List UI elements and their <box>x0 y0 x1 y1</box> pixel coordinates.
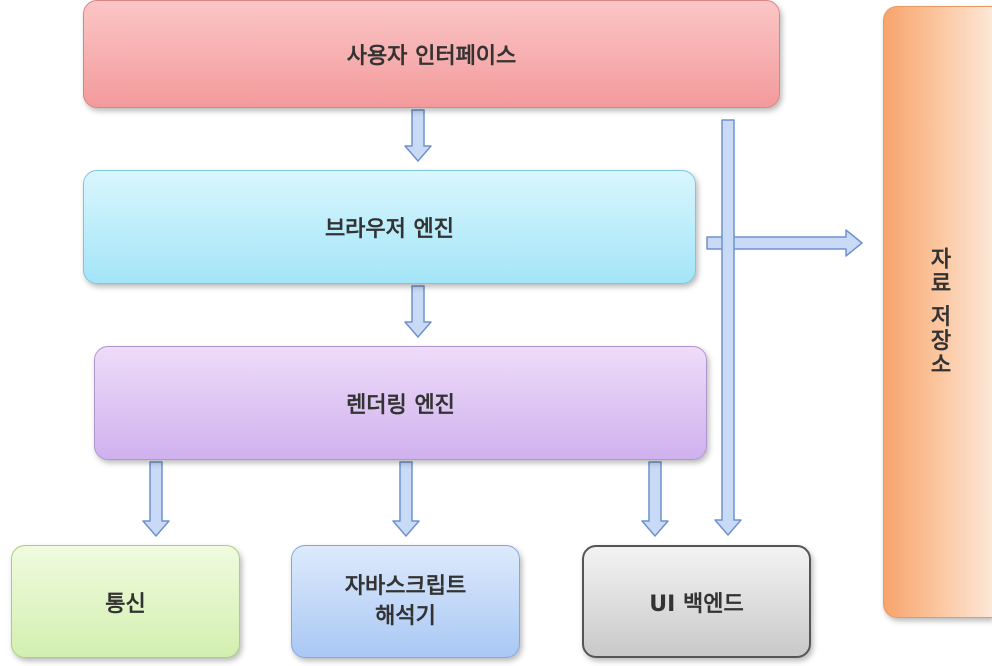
browser-engine-box: 브라우저 엔진 <box>83 170 696 284</box>
user-interface-box: 사용자 인터페이스 <box>83 0 780 108</box>
arrow-rendering-engine-to-ui-backend <box>641 461 669 537</box>
data-storage-label: 자료 저장소 <box>926 247 951 377</box>
user-interface-label: 사용자 인터페이스 <box>346 44 517 69</box>
arrow-rendering-engine-to-networking <box>142 461 170 537</box>
arrow-browser-engine-to-rendering-engine <box>404 285 432 338</box>
arrow-ui-to-browser-engine <box>404 109 432 162</box>
ui-backend-box: UI 백엔드 <box>582 545 811 658</box>
rendering-engine-label: 렌더링 엔진 <box>346 393 455 418</box>
arrow-ui-to-ui-backend <box>714 119 742 536</box>
ui-backend-label: UI 백엔드 <box>649 591 744 617</box>
js-interpreter-box: 자바스크립트 해석기 <box>291 545 520 658</box>
rendering-engine-box: 렌더링 엔진 <box>94 346 707 460</box>
arrow-rendering-engine-to-js-interpreter <box>392 461 420 537</box>
networking-box: 통신 <box>11 545 240 658</box>
networking-label: 통신 <box>105 591 146 617</box>
js-interpreter-label-line1: 자바스크립트 <box>344 573 467 599</box>
data-storage-box: 자료 저장소 <box>883 6 992 618</box>
browser-engine-label: 브라우저 엔진 <box>324 217 455 242</box>
js-interpreter-label-line2: 해석기 <box>375 603 436 629</box>
